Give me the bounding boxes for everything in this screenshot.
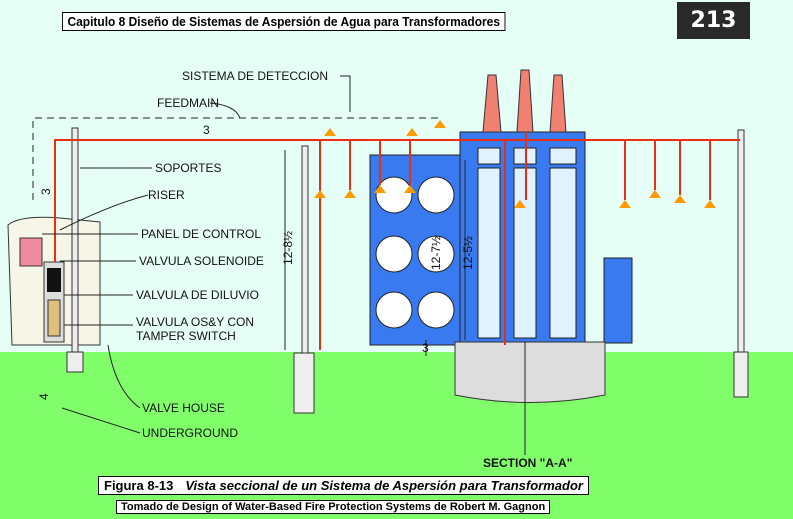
label-tamper-switch: TAMPER SWITCH xyxy=(136,329,236,343)
osy-valve xyxy=(47,299,61,337)
dim-tank: 12-5½ xyxy=(461,236,475,270)
bushings xyxy=(482,69,567,133)
figure-caption: Figura 8-13 Vista seccional de un Sistema… xyxy=(98,476,589,495)
label-deluge-valve: VALVULA DE DILUVIO xyxy=(136,288,259,302)
chapter-title: Capitulo 8 Diseño de Sistemas de Aspersi… xyxy=(62,12,506,31)
leader-lines xyxy=(42,75,526,455)
label-osy-valve: VALVULA OS&Y CON xyxy=(136,315,254,329)
supports xyxy=(66,127,749,414)
label-section: SECTION "A-A" xyxy=(483,456,572,470)
tank-panels xyxy=(477,147,577,339)
dim-riser: 3 xyxy=(39,188,53,195)
deluge-valve xyxy=(47,268,61,292)
foundation xyxy=(454,341,606,403)
dim-radiator: 12-7½ xyxy=(429,236,443,270)
label-pipe-size: 3 xyxy=(203,123,210,137)
label-detection-system: SISTEMA DE DETECCION xyxy=(182,69,328,83)
control-cabinet xyxy=(603,257,633,344)
label-underground: UNDERGROUND xyxy=(142,426,238,440)
label-valve-house: VALVE HOUSE xyxy=(142,401,225,415)
label-supports: SOPORTES xyxy=(155,161,221,175)
source-credit: Tomado de Design of Water-Based Fire Pro… xyxy=(116,500,551,514)
radiator-fins xyxy=(375,176,455,329)
figure-number: Figura 8-13 xyxy=(104,478,174,493)
spray-nozzles xyxy=(314,120,716,208)
feedmain-line xyxy=(32,117,440,200)
label-control-panel: PANEL DE CONTROL xyxy=(141,227,261,241)
dim-base: 3 xyxy=(422,341,429,355)
dim-underground: 4 xyxy=(37,393,51,400)
pipes xyxy=(54,132,740,350)
figure-title: Vista seccional de un Sistema de Aspersi… xyxy=(185,478,583,493)
dim-support: 12-8½ xyxy=(281,231,295,265)
label-feedmain: FEEDMAIN xyxy=(157,96,219,110)
label-riser: RISER xyxy=(148,188,185,202)
control-panel xyxy=(19,237,43,267)
label-solenoid-valve: VALVULA SOLENOIDE xyxy=(139,254,264,268)
page-number: 213 xyxy=(677,2,750,39)
